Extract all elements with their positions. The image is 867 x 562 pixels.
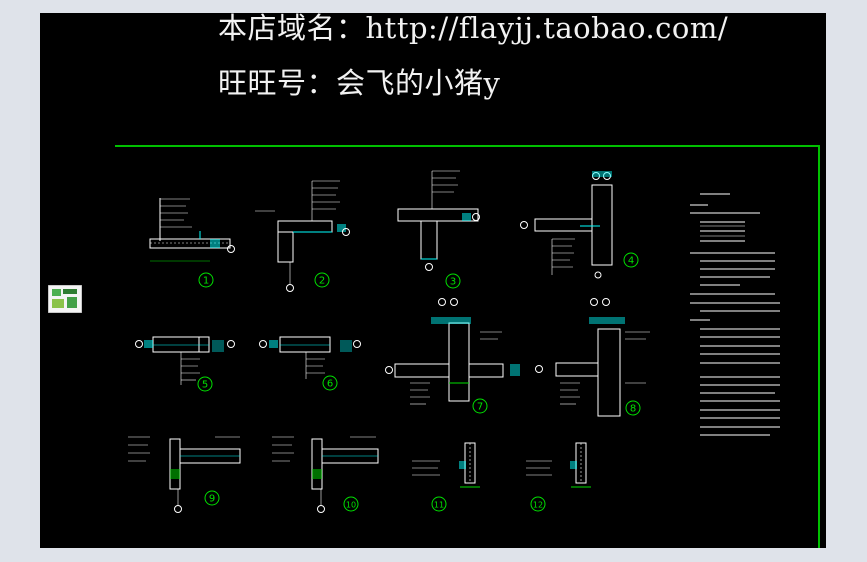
detail-6 xyxy=(259,336,361,379)
detail-4 xyxy=(520,171,613,279)
watermark-wangwang: 旺旺号：会飞的小猪y xyxy=(218,66,501,100)
drawing-thumbnail-icon[interactable] xyxy=(48,285,82,313)
detail-number-2: 2 xyxy=(319,276,325,287)
detail-12 xyxy=(526,442,591,488)
detail-number-5: 5 xyxy=(202,380,208,391)
detail-3 xyxy=(397,170,480,271)
detail-5 xyxy=(135,336,235,385)
detail-1 xyxy=(149,198,235,262)
detail-7 xyxy=(385,298,520,405)
detail-bubble-11 xyxy=(431,496,447,512)
detail-8 xyxy=(535,298,650,417)
detail-number-10: 10 xyxy=(346,501,356,510)
notes-block xyxy=(690,193,780,436)
detail-bubble-7 xyxy=(472,398,488,414)
detail-10 xyxy=(272,436,379,513)
detail-11 xyxy=(412,442,480,488)
detail-number-12: 12 xyxy=(533,501,543,510)
detail-number-1: 1 xyxy=(203,276,209,287)
detail-bubble-3 xyxy=(445,273,461,289)
detail-bubble-6 xyxy=(322,375,338,391)
detail-bubble-2 xyxy=(314,272,330,288)
detail-number-3: 3 xyxy=(450,277,456,288)
detail-2 xyxy=(255,180,350,292)
detail-bubble-12 xyxy=(530,496,546,512)
detail-number-7: 7 xyxy=(477,402,483,413)
sheet-frame xyxy=(115,145,820,548)
detail-number-8: 8 xyxy=(630,404,636,415)
detail-number-11: 11 xyxy=(434,501,444,510)
detail-bubble-10 xyxy=(343,496,359,512)
detail-number-9: 9 xyxy=(209,494,215,505)
detail-bubble-5 xyxy=(197,376,213,392)
detail-number-6: 6 xyxy=(327,379,333,390)
watermark-domain: 本店域名：http://flayjj.taobao.com/ xyxy=(218,13,729,45)
detail-bubble-9 xyxy=(204,490,220,506)
detail-bubble-4 xyxy=(623,252,639,268)
cad-viewport[interactable]: 本店域名：http://flayjj.taobao.com/ 旺旺号：会飞的小猪… xyxy=(40,13,826,548)
detail-9 xyxy=(128,436,241,513)
detail-bubble-1 xyxy=(198,272,214,288)
detail-bubble-8 xyxy=(625,400,641,416)
detail-number-4: 4 xyxy=(628,256,634,267)
